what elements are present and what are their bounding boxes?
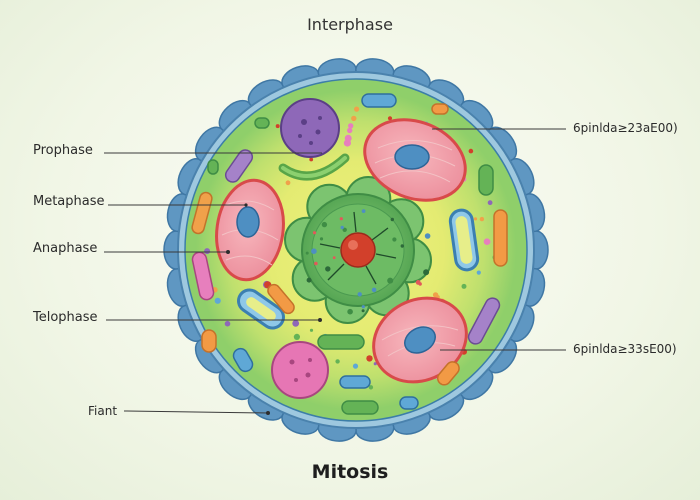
nucleus-granule: [312, 231, 317, 235]
cytoplasm-granule: [348, 123, 354, 129]
label-right-lower: 6pinlda≥33sE00): [573, 342, 677, 356]
small-organelles: [191, 93, 508, 415]
cytoplasm-granule: [387, 116, 393, 121]
label-telophase: Telophase: [33, 310, 98, 325]
label-prophase: Prophase: [33, 143, 93, 158]
cytoplasm-granule: [204, 248, 211, 255]
nucleus-granule: [319, 237, 324, 241]
cytoplasm-granule: [354, 106, 360, 112]
leader-dots: [226, 203, 322, 415]
nucleus-granule: [400, 244, 404, 248]
cytoplasm-granule: [366, 355, 373, 362]
nucleolus: [340, 232, 376, 268]
cytoplasm-granule: [292, 320, 300, 327]
cytoplasm-granule: [461, 283, 467, 289]
label-metaphase: Metaphase: [33, 194, 105, 209]
organelle-lower-right: [372, 296, 468, 384]
cytoplasm-granule: [275, 124, 280, 129]
cytoplasm-granule: [347, 127, 353, 134]
cytoplasm-granule: [476, 270, 481, 275]
cytoplasm-granule: [487, 200, 493, 206]
label-right-upper: 6pinlda≥23aE00): [573, 121, 678, 135]
cytoplasm-granule: [335, 359, 340, 364]
nucleus-granule: [361, 309, 365, 313]
cytoplasm-granule: [285, 180, 291, 186]
diagram-title-top: Interphase: [307, 15, 393, 34]
nucleus-granule: [371, 287, 377, 293]
nucleus: [284, 176, 432, 324]
nucleus-granule: [325, 266, 331, 272]
nucleus-granule: [306, 277, 312, 283]
cytoplasm-granule: [224, 320, 231, 327]
nucleus-granule: [387, 277, 394, 284]
nucleus-granule: [361, 305, 365, 309]
cytoplasm-granule: [351, 115, 357, 122]
cytoplasm-granule: [352, 363, 359, 369]
cytoplasm-granule: [368, 385, 374, 390]
cytoplasm-granule: [468, 148, 474, 154]
nucleus-granule: [418, 282, 422, 286]
nucleus-granule: [423, 269, 430, 276]
cytoplasm-granule: [473, 217, 478, 221]
nucleus-granule: [311, 248, 317, 254]
label-anaphase: Anaphase: [33, 241, 98, 256]
nucleus-granule: [339, 217, 343, 221]
purple-vesicle: [280, 98, 340, 158]
cytoplasm-granule: [309, 157, 314, 162]
organelle-upper-right: [363, 118, 467, 202]
cytoplasm-granule: [293, 333, 300, 340]
cytoplasm-granule: [214, 297, 221, 304]
cytoplasm-granule: [373, 362, 377, 366]
nucleus-granule: [390, 217, 394, 222]
nucleus-granule: [340, 225, 344, 230]
leader-lines: [104, 128, 566, 414]
label-fiant: Fiant: [88, 404, 118, 418]
nucleus-granule: [321, 221, 328, 228]
nucleus-granule: [424, 233, 431, 239]
diagram-title-bottom: Mitosis: [311, 461, 389, 483]
cytoplasm-granule: [479, 216, 485, 222]
pink-vesicle: [271, 341, 329, 399]
nucleus-granule: [305, 251, 309, 255]
nucleus-granule: [361, 209, 366, 213]
cytoplasm-granule: [486, 240, 491, 244]
nucleus-granule: [332, 256, 336, 260]
nucleus-granule: [392, 237, 397, 242]
nucleus-granule: [347, 308, 353, 315]
nucleus-granule: [342, 227, 347, 232]
cytoplasm-granule: [344, 134, 352, 142]
nucleus-granule: [357, 292, 362, 297]
nucleus-granule: [314, 261, 318, 266]
cytoplasm-granule: [309, 328, 314, 332]
